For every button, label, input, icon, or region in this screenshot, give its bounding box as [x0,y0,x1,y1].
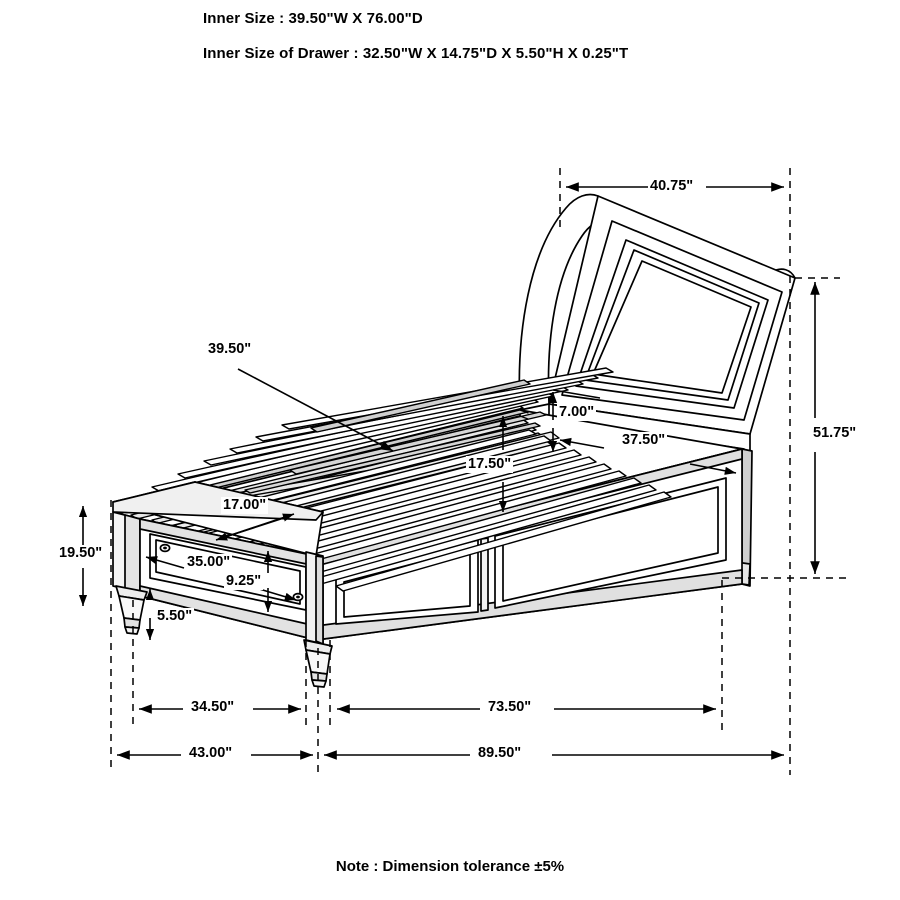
dim-label-overall-length: 89.50" [476,745,524,762]
dim-label-rail-inner-depth: 17.00" [221,497,269,514]
dim-label-footboard-foot-span: 34.50" [189,699,237,716]
dim-arrow-35-left [145,556,185,569]
tolerance-note: Note : Dimension tolerance ±5% [335,858,565,875]
dim-label-slat-deck-depth: 17.50" [466,456,514,473]
dim-label-side-rail-span: 73.50" [486,699,534,716]
bed-geometry [112,193,796,688]
dim-arrow-35-right [255,587,297,601]
dim-label-footboard-overall-span: 43.00" [187,745,235,762]
dim-label-mattress-width: 39.50" [206,341,254,358]
dim-label-headboard-panel-width: 37.50" [620,432,668,449]
inner-size-text: Inner Size : 39.50"W X 76.00"D [203,10,423,27]
front-left-leg [115,585,148,635]
dim-arrow-37-5-right [689,463,737,475]
dim-arrow-17-right [221,513,295,539]
dim-label-drawer-opening-height: 9.25" [224,573,264,590]
dim-label-footboard-height: 19.50" [57,545,105,562]
dim-label-drawer-front-width: 35.00" [185,554,233,571]
dim-label-floor-clearance: 5.50" [155,608,195,625]
inner-drawer-size-text: Inner Size of Drawer : 32.50"W X 14.75"D… [203,45,629,62]
dim-label-headboard-height: 51.75" [811,425,859,442]
dimension-lines [78,168,848,775]
leader-line-39-50 [237,368,394,452]
ext-line-7-top [552,389,601,399]
dim-label-headboard-panel-gap: 7.00" [557,404,597,421]
dim-arrow-37-5-left [559,437,605,449]
dim-label-headboard-width: 40.75" [648,178,696,195]
